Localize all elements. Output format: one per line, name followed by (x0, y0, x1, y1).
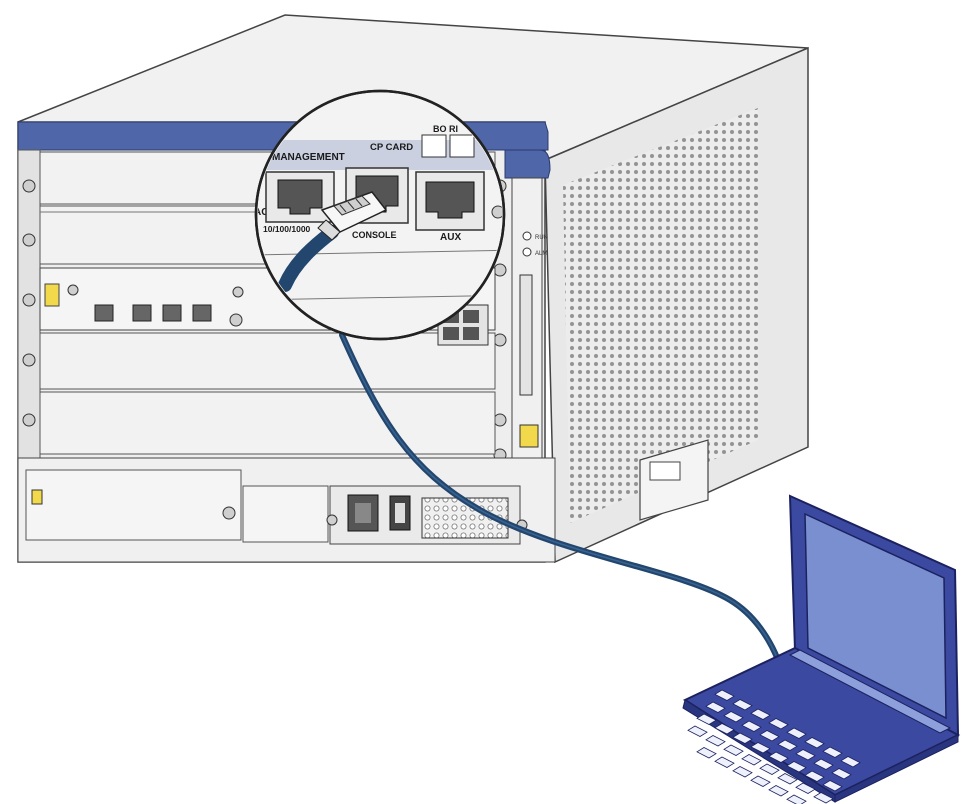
keyboard-key (714, 723, 735, 735)
run-led-label: RUN (535, 235, 548, 241)
management-port (265, 171, 335, 223)
console-port-callout: MANAGEMENT CP CARD BO RI ACT 10/100/1000… (254, 89, 506, 341)
keyboard-key (804, 770, 825, 782)
keyboard-key (723, 711, 744, 723)
keyboard-key (804, 737, 825, 749)
keyboard-key (741, 720, 762, 732)
top-right-label: BO RI (433, 124, 458, 134)
keyboard-key (768, 718, 789, 730)
aux-label: AUX (440, 232, 461, 243)
keyboard-key (795, 749, 816, 761)
laptop-screen (804, 512, 947, 720)
keyboard-key (813, 758, 834, 770)
keyboard-key (750, 742, 771, 754)
aux-port (415, 171, 485, 231)
slot-blank-4 (39, 391, 496, 455)
keyboard-key (750, 775, 771, 787)
side-vent-grille (563, 108, 758, 523)
keyboard-key (732, 766, 753, 778)
keyboard-key (777, 773, 798, 785)
console-label: CONSOLE (352, 230, 397, 240)
keyboard-key (732, 699, 753, 711)
keyboard-key (795, 782, 816, 794)
mpu-card: RUN ALM (511, 177, 548, 459)
keyboard-key (840, 756, 861, 768)
power-module-left (25, 469, 242, 541)
keyboard-key (687, 725, 708, 737)
keyboard-key (759, 730, 780, 742)
keyboard-key (831, 768, 852, 780)
keyboard-key (813, 792, 834, 804)
keyboard-key (777, 739, 798, 751)
power-module-blank (242, 485, 329, 543)
keyboard-key (822, 746, 843, 758)
keyboard-key (705, 701, 726, 713)
mgmt-port-sublabel: 10/100/1000 (263, 224, 311, 234)
laptop-icon (682, 494, 961, 804)
keyboard-key (741, 754, 762, 766)
slot-blank-3 (39, 332, 496, 390)
keyboard-key (696, 713, 717, 725)
keyboard-key (822, 780, 843, 792)
power-supply (326, 485, 528, 545)
keyboard-key (786, 794, 807, 804)
keyboard-key (786, 727, 807, 739)
keyboard-key (705, 735, 726, 747)
keyboard-key (759, 763, 780, 775)
keyboard-key (768, 751, 789, 763)
keyboard-key (723, 744, 744, 756)
management-label: MANAGEMENT (272, 152, 345, 163)
alm-led-label: ALM (535, 251, 547, 257)
keyboard-key (786, 761, 807, 773)
keyboard-key (768, 785, 789, 797)
keyboard-key (714, 689, 735, 701)
cp-card-label: CP CARD (370, 142, 413, 153)
laptop-keyboard (687, 689, 861, 804)
keyboard-key (696, 747, 717, 759)
keyboard-key (714, 756, 735, 768)
keyboard-key (750, 708, 771, 720)
rj45-connector-icon (317, 191, 388, 241)
keyboard-key (732, 732, 753, 744)
side-handle (639, 439, 709, 521)
